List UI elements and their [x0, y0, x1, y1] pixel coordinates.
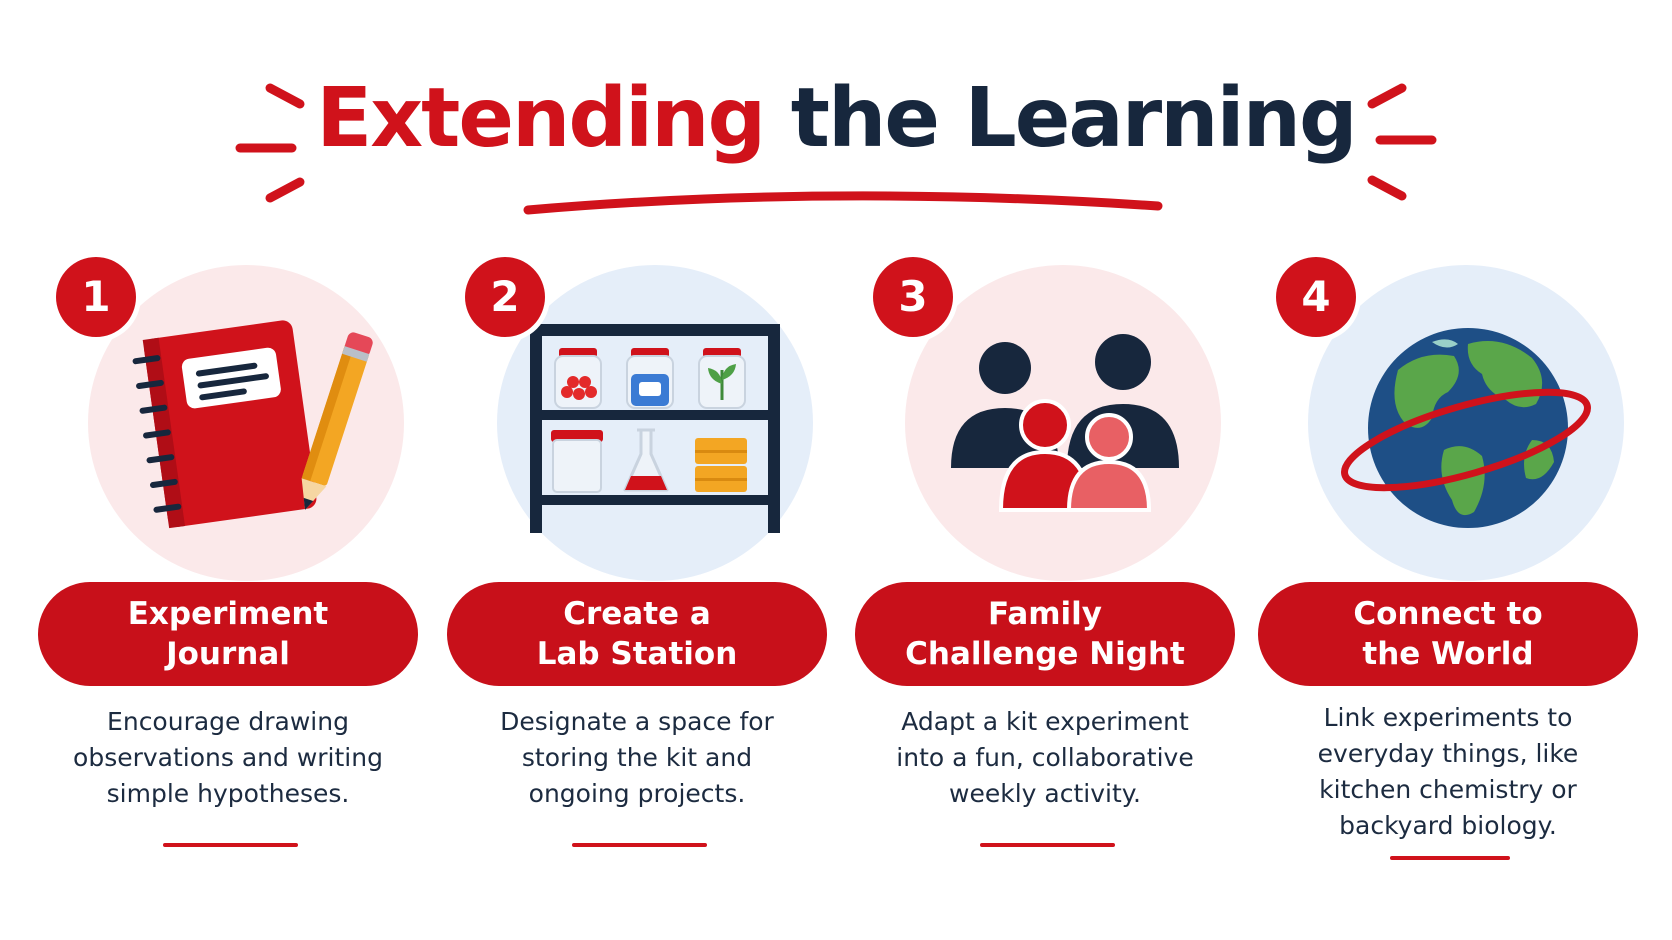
step-number-badge: 1	[56, 257, 136, 337]
step-title: Create a Lab Station	[536, 596, 738, 672]
sparkle-left-top	[265, 83, 305, 109]
step-card-3: 3 Family Challenge Night Adapt a kit exp…	[855, 0, 1255, 940]
step-title: Experiment Journal	[127, 596, 329, 672]
notebook-pencil-icon	[132, 320, 373, 529]
step-card-1: 1 Experiment Journal Encourage drawing o…	[38, 0, 438, 940]
sparkle-right-bottom	[1367, 175, 1407, 201]
step-title-pill: Family Challenge Night	[855, 582, 1235, 686]
step-description: Link experiments to everyday things, lik…	[1317, 703, 1579, 840]
sparkle-left-bottom	[265, 177, 305, 203]
lab-shelf-icon	[530, 324, 780, 533]
title-highlight: Extending	[316, 71, 766, 166]
step-title-pill: Create a Lab Station	[447, 582, 827, 686]
step-title-pill: Connect to the World	[1258, 582, 1638, 686]
page-title: Extending the Learning	[316, 78, 1357, 160]
globe-orbit-icon	[1341, 328, 1591, 528]
step-divider	[163, 843, 298, 847]
family-icon	[951, 334, 1179, 512]
title-area: Extending the Learning	[0, 78, 1672, 160]
title-underline	[523, 191, 1163, 215]
step-title-pill: Experiment Journal	[38, 582, 418, 686]
step-number-badge: 4	[1276, 257, 1356, 337]
step-description: Encourage drawing observations and writi…	[73, 707, 383, 808]
icon-circle	[497, 265, 813, 581]
step-description: Designate a space for storing the kit an…	[500, 707, 774, 808]
title-rest: the Learning	[790, 71, 1358, 166]
step-title: Connect to the World	[1353, 596, 1543, 672]
step-divider	[980, 843, 1115, 847]
step-card-2: 2 Create a Lab Station Designate a space…	[447, 0, 847, 940]
step-title: Family Challenge Night	[905, 596, 1185, 672]
sparkle-right-top	[1367, 83, 1407, 109]
step-number-badge: 3	[873, 257, 953, 337]
step-divider	[1390, 856, 1510, 860]
step-description: Adapt a kit experiment into a fun, colla…	[896, 707, 1194, 808]
step-card-4: 4 Connect to the World Link experiments …	[1258, 0, 1658, 940]
step-number-badge: 2	[465, 257, 545, 337]
step-divider	[572, 843, 707, 847]
